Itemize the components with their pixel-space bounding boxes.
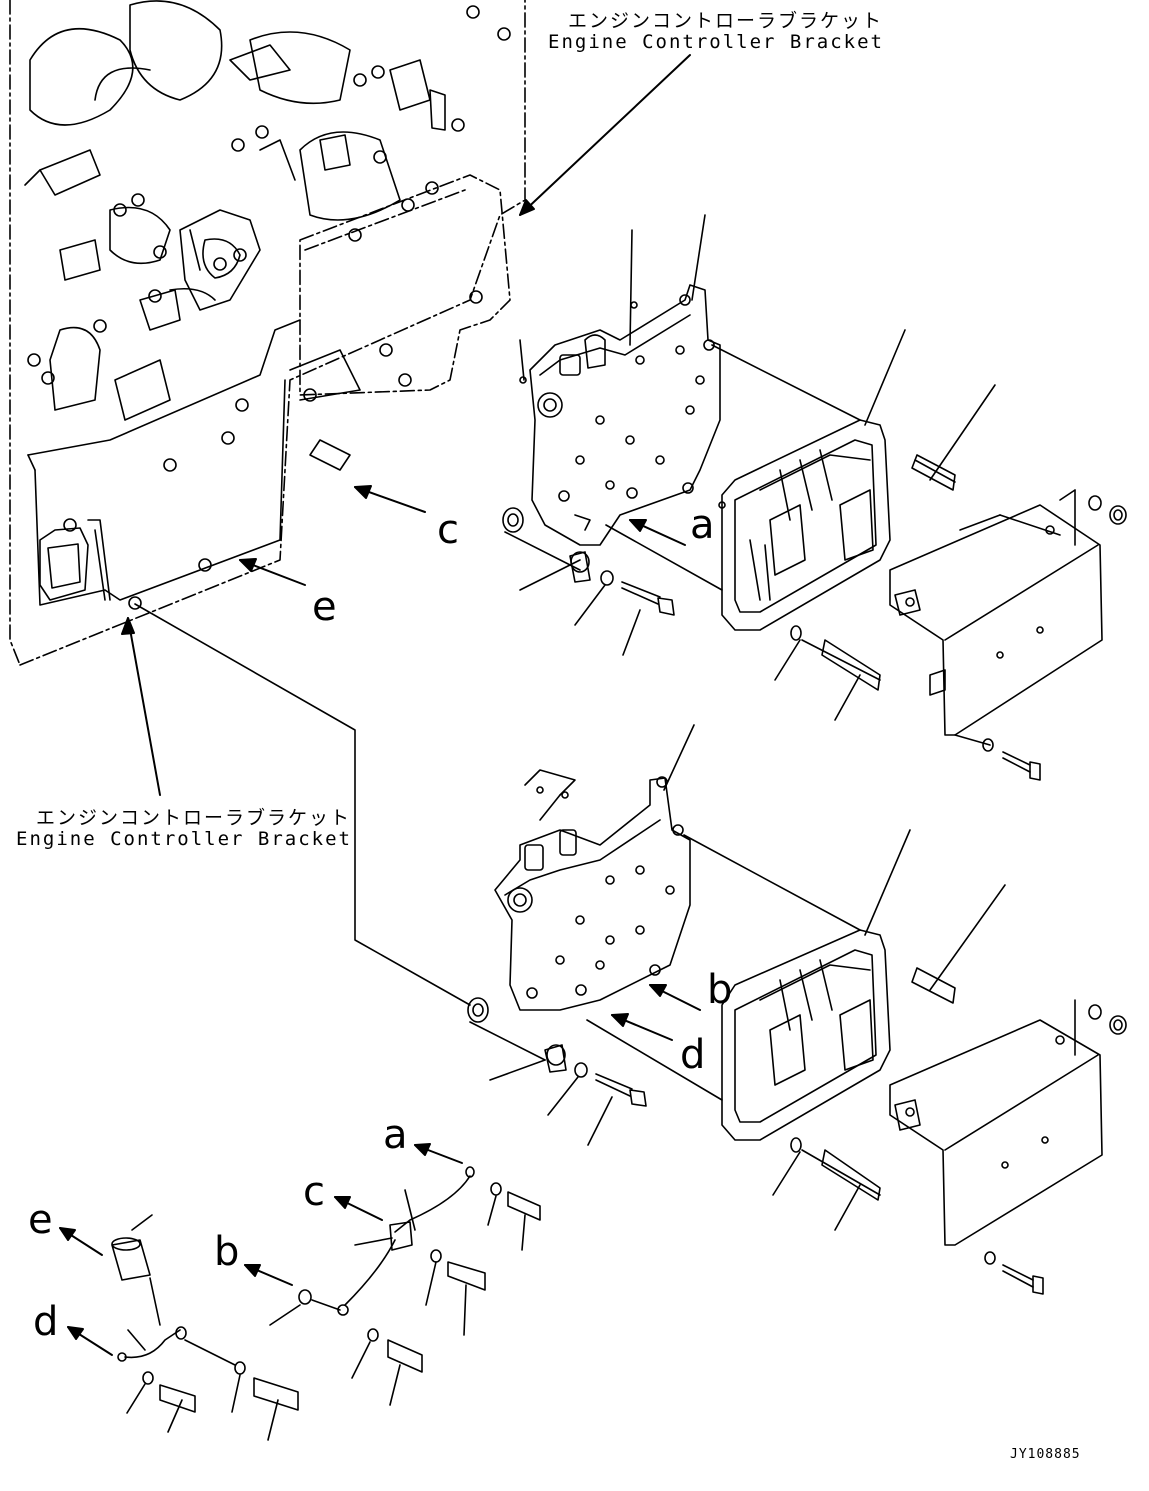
label-a-top: a [690,502,715,548]
label-d-bottom: d [33,1299,59,1345]
engine-block [9,0,526,666]
label-b-mid: b [707,967,733,1013]
label-e-top: e [312,584,337,630]
label-a-bottom: a [383,1112,408,1158]
callout-left-en: Engine Controller Bracket [16,828,352,850]
label-d-mid: d [680,1032,706,1078]
block-bolts [27,5,511,610]
mid-controller [586,829,911,1141]
link-line [134,603,471,1006]
callout-arrow-top [519,54,691,216]
ground-straps [111,1166,541,1441]
callout-left-jp: エンジンコントローラブラケット [36,807,352,829]
direction-arrows [59,54,701,1356]
align-line-top [711,344,861,421]
callout-arrow-left [127,617,161,796]
mid-mount-plate [494,724,695,1011]
label-c-bottom: c [303,1169,325,1215]
mid-stud-cover [772,884,1127,1295]
callout-top-jp: エンジンコントローラブラケット [568,10,884,32]
top-stud-cover [774,384,1127,781]
mid-spacer-bolt [467,997,647,1146]
top-mount-plate [519,214,721,546]
callout-top-en: Engine Controller Bracket [548,31,884,53]
top-controller [718,329,906,631]
label-b-bottom: b [214,1229,240,1275]
label-c-top: c [437,507,459,553]
label-e-bottom: e [28,1197,53,1243]
drawing-code: JY108885 [1010,1447,1081,1462]
align-line-top-2 [605,524,723,591]
top-spacer-bolt [502,507,675,656]
